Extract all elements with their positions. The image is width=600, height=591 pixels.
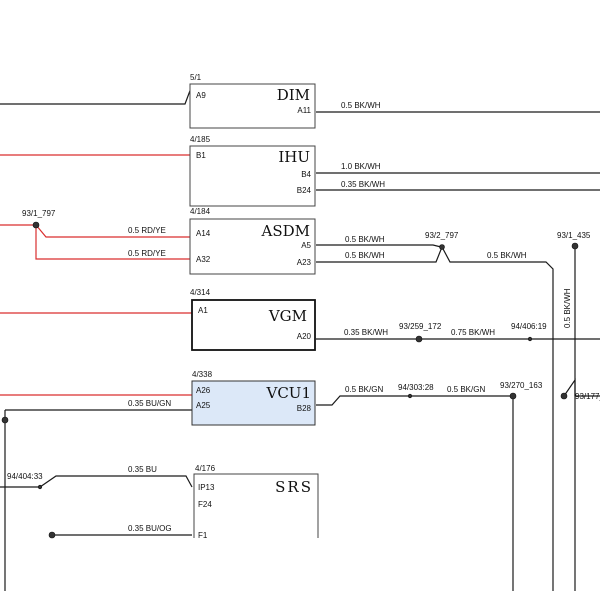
ref-n-404: 94/404:33 [7, 472, 43, 481]
wire-asdm-a32 [35, 225, 192, 260]
module-dim-name: DIM [277, 86, 310, 104]
pin-vgm-a20: A20 [297, 332, 312, 341]
label-vertical-435: 0.5 BK/WH [563, 288, 572, 328]
module-asdm-ref: 4/184 [190, 207, 211, 216]
node-163[interactable] [509, 392, 517, 400]
pin-vcu1-b28: B28 [297, 404, 312, 413]
node-172[interactable] [415, 335, 423, 343]
ref-n-172: 93/259_172 [399, 322, 442, 331]
node-303[interactable] [407, 393, 413, 399]
node-refs: 93/1_797 93/2_797 93/1_435 93/259_172 94… [7, 209, 600, 481]
wire-dim-a9 [0, 87, 192, 105]
module-srs-ref: 4/176 [195, 464, 216, 473]
wire-asdm-a14 [35, 224, 192, 238]
node-797-left[interactable] [32, 221, 40, 229]
wire-asdm-a23 [316, 246, 443, 263]
pin-vcu1-a26: A26 [196, 386, 211, 395]
pin-asdm-a5: A5 [301, 241, 311, 250]
label-ihu-b24: 0.35 BK/WH [341, 180, 385, 189]
module-srs-name: SRS [275, 478, 313, 496]
label-asdm-a23: 0.5 BK/WH [345, 251, 385, 260]
pin-asdm-a32: A32 [196, 255, 211, 264]
label-srs-ip13: 0.35 BU [128, 465, 157, 474]
ref-n-163: 93/270_163 [500, 381, 543, 390]
label-asdm-a5: 0.5 BK/WH [345, 235, 385, 244]
module-vgm-name: VGM [268, 307, 307, 325]
pin-vcu1-a25: A25 [196, 401, 211, 410]
pin-ihu-b4: B4 [301, 170, 311, 179]
module-ihu-ref: 4/185 [190, 135, 211, 144]
module-vgm[interactable]: 4/314 VGM A1 A20 [190, 288, 316, 351]
label-asdm-a23-right: 0.5 BK/WH [487, 251, 527, 260]
pin-dim-a11: A11 [297, 106, 311, 115]
wire-vcu1-b28 [316, 395, 513, 406]
module-vcu1-box [191, 380, 316, 426]
module-dim-ref: 5/1 [190, 73, 202, 82]
module-vcu1-ref: 4/338 [192, 370, 213, 379]
node-left-vertical[interactable] [1, 416, 9, 424]
label-vcu1-b28-right: 0.5 BK/GN [447, 385, 485, 394]
module-asdm-name: ASDM [261, 222, 311, 240]
module-asdm-box [189, 218, 316, 275]
nodes [1, 221, 579, 539]
label-srs-f1: 0.35 BU/OG [128, 524, 172, 533]
power-wires [0, 154, 192, 396]
module-vgm-ref: 4/314 [190, 288, 211, 297]
ref-n-797: 93/2_797 [425, 231, 459, 240]
module-srs[interactable]: 4/176 SRS IP13 F24 F1 [193, 464, 319, 540]
ref-n-435: 93/1_435 [557, 231, 591, 240]
pin-ihu-b24: B24 [297, 186, 312, 195]
module-vcu1[interactable]: 4/338 VCU1 A26 A25 B28 [191, 370, 316, 426]
node-srs-f1[interactable] [48, 531, 56, 539]
node-435[interactable] [571, 242, 579, 250]
pin-srs-ip13: IP13 [198, 483, 215, 492]
wire-node-177-branch [563, 378, 576, 397]
ref-n-177: 93/177_ [575, 392, 600, 401]
pin-dim-a9: A9 [196, 91, 206, 100]
wire-asdm-a5 [316, 244, 442, 248]
module-asdm[interactable]: 4/184 ASDM A14 A32 A5 A23 [189, 207, 316, 275]
label-vcu1-a25: 0.35 BU/GN [128, 399, 171, 408]
module-vgm-box [191, 299, 316, 351]
ref-n-303: 94/303:28 [398, 383, 434, 392]
module-vcu1-name: VCU1 [266, 384, 312, 402]
pin-asdm-a14: A14 [196, 229, 211, 238]
label-asdm-a14: 0.5 RD/YE [128, 226, 166, 235]
module-ihu-box [189, 145, 316, 207]
label-asdm-a32: 0.5 RD/YE [128, 249, 166, 258]
ref-n-406: 94/406:19 [511, 322, 547, 331]
pin-srs-f24: F24 [198, 500, 212, 509]
label-vgm-a20: 0.35 BK/WH [344, 328, 388, 337]
signal-wires [0, 87, 600, 591]
label-dim-a11: 0.5 BK/WH [341, 101, 381, 110]
node-404[interactable] [37, 484, 43, 490]
module-dim[interactable]: 5/1 DIM A9 A11 [189, 73, 316, 129]
wire-labels: 0.5 BK/WH 1.0 BK/WH 0.35 BK/WH 0.5 RD/YE… [128, 101, 572, 533]
pin-ihu-b1: B1 [196, 151, 206, 160]
module-ihu[interactable]: 4/185 IHU B1 B4 B24 [189, 135, 316, 207]
pin-srs-f1: F1 [198, 531, 208, 540]
module-ihu-name: IHU [278, 148, 310, 166]
pin-vgm-a1: A1 [198, 306, 208, 315]
pin-asdm-a23: A23 [297, 258, 312, 267]
node-177[interactable] [560, 392, 568, 400]
label-ihu-b4: 1.0 BK/WH [341, 162, 381, 171]
label-vgm-a20-right: 0.75 BK/WH [451, 328, 495, 337]
ref-n-797-left: 93/1_797 [22, 209, 56, 218]
node-797[interactable] [439, 244, 445, 250]
wire-srs-ip13 [0, 475, 193, 488]
module-srs-box [193, 473, 319, 538]
node-406[interactable] [527, 336, 533, 342]
wire-node-797-out [441, 246, 554, 591]
module-dim-box [189, 83, 316, 129]
label-vcu1-b28: 0.5 BK/GN [345, 385, 383, 394]
